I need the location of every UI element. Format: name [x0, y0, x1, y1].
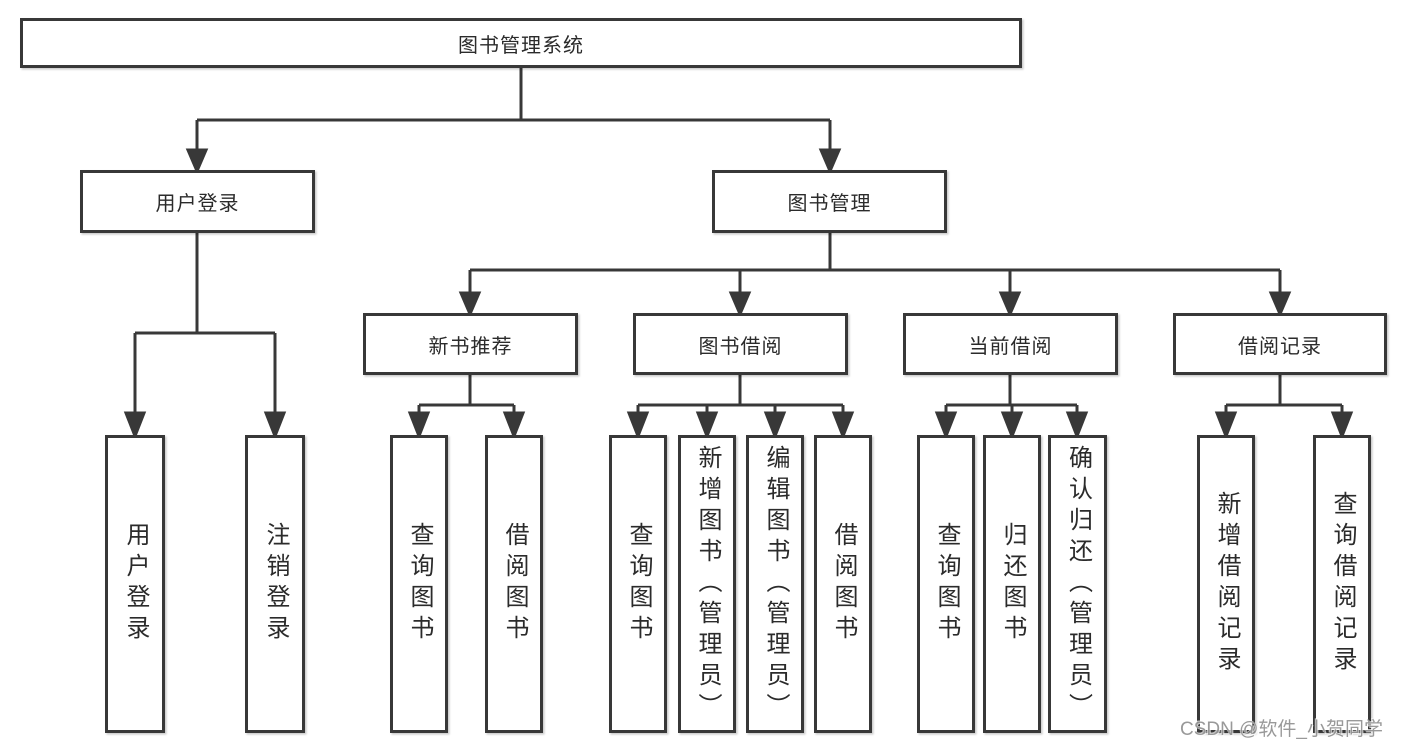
connector-records-to-leaves [1214, 375, 1354, 441]
node-book-borrowing: 图书借阅 [633, 313, 848, 375]
leaf-return-books-label: 归还图书 [999, 522, 1026, 646]
node-book-management-label: 图书管理 [787, 193, 872, 215]
connector-userlogin-to-leaves [123, 233, 287, 441]
leaf-add-book-admin-label: 新增图书（管理员） [694, 444, 721, 724]
leaf-add-book-admin: 新增图书（管理员） [678, 435, 736, 733]
node-borrow-records: 借阅记录 [1173, 313, 1387, 375]
leaf-add-borrow-record: 新增借阅记录 [1197, 435, 1255, 733]
node-current-borrowing-label: 当前借阅 [968, 335, 1053, 358]
connector-root-to-level2 [185, 68, 842, 175]
leaf-query-books-current-label: 查询图书 [933, 522, 960, 646]
leaf-logout: 注销登录 [245, 435, 305, 733]
leaf-query-borrow-record: 查询借阅记录 [1313, 435, 1371, 733]
node-root-label: 图书管理系统 [458, 34, 584, 57]
leaf-query-books-current: 查询图书 [917, 435, 975, 733]
leaf-query-books-recommend-label: 查询图书 [406, 522, 433, 646]
leaf-confirm-return-admin-label: 确认归还（管理员） [1064, 444, 1092, 724]
leaf-edit-book-admin-label: 编辑图书（管理员） [762, 444, 789, 724]
leaf-edit-book-admin: 编辑图书（管理员） [746, 435, 804, 733]
node-borrow-records-label: 借阅记录 [1238, 335, 1322, 358]
node-book-management: 图书管理 [712, 170, 947, 233]
node-current-borrowing: 当前借阅 [903, 313, 1118, 375]
connector-current-to-leaves [934, 375, 1089, 441]
leaf-user-login-label: 用户登录 [122, 522, 149, 646]
leaf-query-borrow-record-label: 查询借阅记录 [1329, 491, 1356, 677]
connector-bookmgmt-to-level3 [458, 233, 1292, 318]
node-user-login: 用户登录 [80, 170, 315, 233]
connector-newbooks-to-leaves [407, 375, 526, 441]
leaf-logout-label: 注销登录 [262, 522, 289, 646]
leaf-borrow-books-borrowing: 借阅图书 [814, 435, 872, 733]
leaf-return-books: 归还图书 [983, 435, 1041, 733]
leaf-borrow-books-recommend: 借阅图书 [485, 435, 543, 733]
node-root: 图书管理系统 [20, 18, 1022, 68]
leaf-add-borrow-record-label: 新增借阅记录 [1213, 491, 1240, 677]
leaf-query-books-recommend: 查询图书 [390, 435, 448, 733]
leaf-query-books-borrowing: 查询图书 [609, 435, 667, 733]
node-new-book-recommend: 新书推荐 [363, 313, 578, 375]
leaf-confirm-return-admin: 确认归还（管理员） [1048, 435, 1107, 733]
leaf-user-login: 用户登录 [105, 435, 165, 733]
leaf-borrow-books-recommend-label: 借阅图书 [501, 522, 528, 646]
leaf-query-books-borrowing-label: 查询图书 [625, 522, 652, 646]
watermark: CSDN @软件_小贺同学 [1180, 719, 1383, 740]
leaf-borrow-books-borrowing-label: 借阅图书 [830, 522, 857, 646]
node-book-borrowing-label: 图书借阅 [698, 335, 783, 358]
node-user-login-label: 用户登录 [155, 193, 240, 215]
connector-borrowing-to-leaves [626, 375, 855, 441]
node-new-book-recommend-label: 新书推荐 [428, 335, 513, 358]
